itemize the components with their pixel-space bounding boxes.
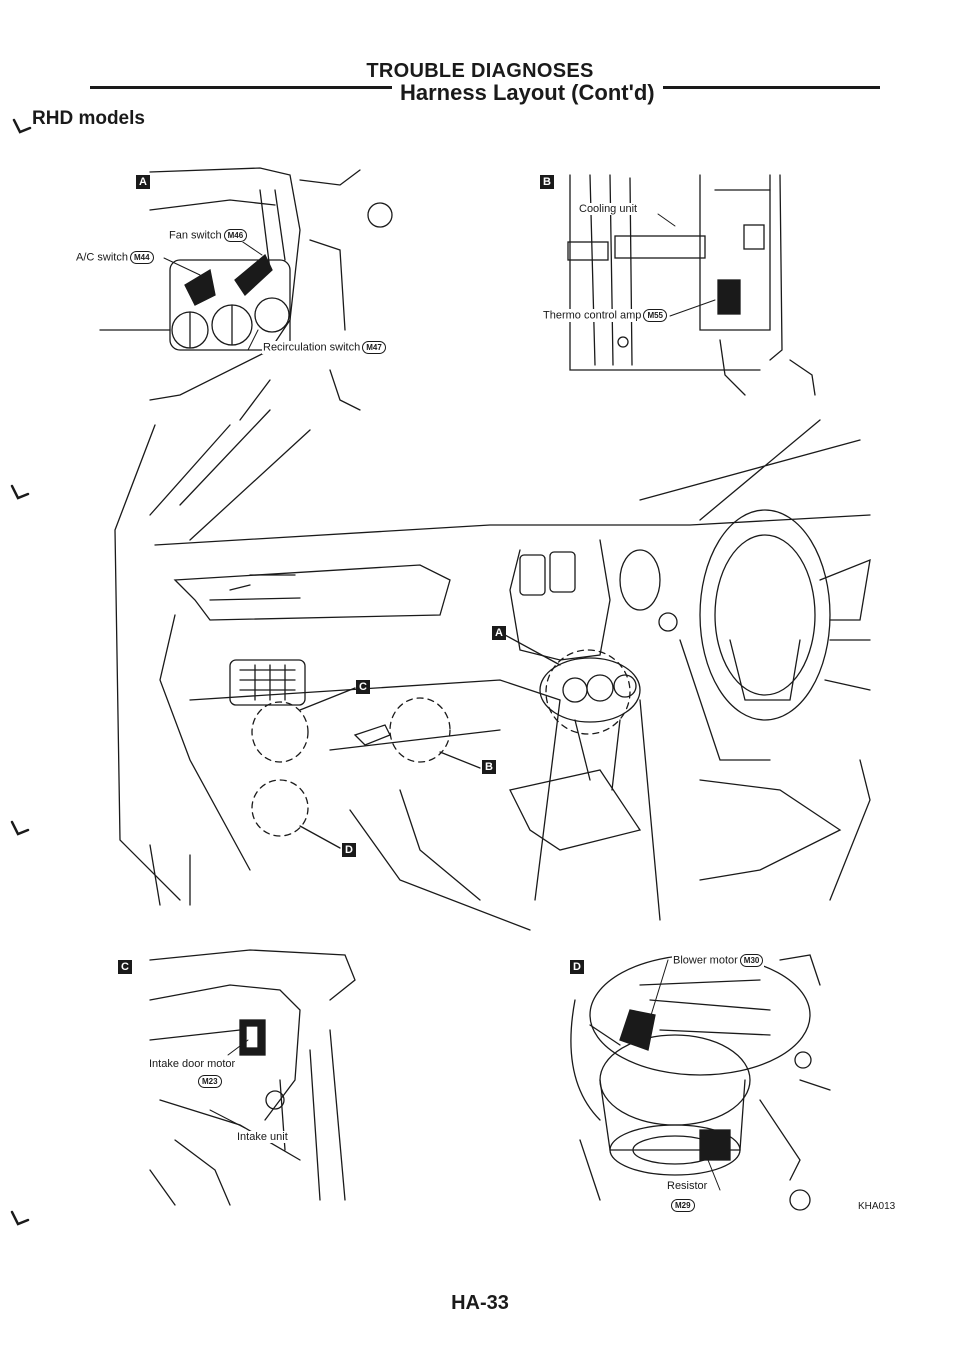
intake-door-motor-label: Intake door motor xyxy=(148,1058,237,1070)
overview-key-c: C xyxy=(356,680,370,694)
overview-key-d: D xyxy=(342,843,356,857)
section-label: RHD models xyxy=(32,108,145,129)
location-circles xyxy=(251,649,631,837)
intake-unit-label: Intake unit xyxy=(236,1131,289,1143)
fan-switch-connector: M46 xyxy=(223,229,248,242)
overview-key-b: B xyxy=(482,760,496,774)
panel-c-drawing xyxy=(149,949,356,1206)
location-leaders xyxy=(299,634,561,849)
resistor-connector-wrap: M29 xyxy=(668,1199,696,1212)
resistor-connector: M29 xyxy=(671,1199,695,1212)
recirculation-switch-connector: M47 xyxy=(362,341,386,354)
panel-d-key: D xyxy=(570,960,584,974)
panel-c-key: C xyxy=(118,960,132,974)
panel-d-drawing xyxy=(570,954,831,1211)
dashboard-drawing xyxy=(114,409,871,931)
panel-a-drawing xyxy=(99,167,393,421)
intake-door-motor-connector-wrap: M23 xyxy=(195,1075,223,1088)
thermo-control-amp-connector: M55 xyxy=(643,309,667,322)
overview-key-a: A xyxy=(492,626,506,640)
resistor-label: Resistor xyxy=(666,1180,709,1192)
ac-switch-connector: M44 xyxy=(129,251,154,264)
cooling-unit-label: Cooling unit xyxy=(578,203,639,215)
page-header-subtitle: Harness Layout (Cont'd) xyxy=(392,80,663,106)
page-header-title: TROUBLE DIAGNOSES xyxy=(366,60,594,82)
panel-b-drawing xyxy=(567,174,816,396)
page-number: HA-33 xyxy=(451,1292,509,1314)
panel-b-key: B xyxy=(540,175,554,189)
blower-motor-connector: M30 xyxy=(739,954,764,967)
figure-code: KHA013 xyxy=(858,1201,896,1212)
panel-a-key: A xyxy=(136,175,150,189)
change-bars xyxy=(10,118,32,1226)
intake-door-motor-connector: M23 xyxy=(198,1075,222,1088)
